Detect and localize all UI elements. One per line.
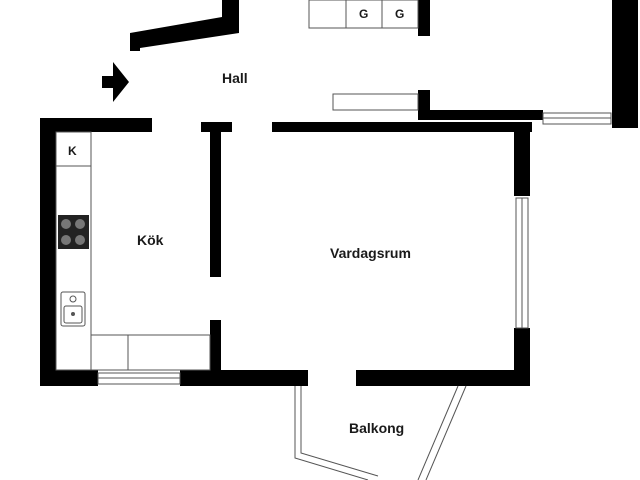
sink-icon [60, 291, 86, 327]
hall-divider-upper [418, 0, 430, 36]
left-wall [40, 118, 56, 386]
room-label-living-room: Vardagsrum [330, 245, 411, 261]
bottom-wall-right [356, 370, 530, 386]
walls [40, 0, 638, 386]
hall-divider-lower [418, 90, 430, 110]
top-wall-right [272, 122, 532, 132]
hall-upper-wall [130, 0, 239, 50]
bottom-wall-mid [180, 370, 308, 386]
kitchen-counter [55, 131, 211, 371]
room-label-hall: Hall [222, 70, 248, 86]
right-ledge [418, 110, 543, 120]
counter-bottom [90, 334, 211, 371]
hall-lower-ledge [332, 93, 419, 111]
living-right-wall-top [514, 122, 530, 196]
living-right-wall-bottom [514, 328, 530, 386]
counter-left [55, 131, 92, 371]
entrance-arrow-icon [102, 62, 129, 102]
divider-wall-lower [210, 320, 221, 375]
room-label-balcony: Balkong [349, 420, 404, 436]
balcony [294, 385, 467, 480]
stove-icon [58, 215, 89, 249]
fixture-label-wardrobe-1: G [359, 7, 368, 21]
fixture-label-wardrobe-2: G [395, 7, 404, 21]
balcony-railing [294, 386, 369, 480]
right-upper-wall [612, 0, 638, 128]
divider-wall-upper [210, 132, 221, 277]
top-wall-door-jamb [201, 122, 232, 132]
wardrobes [308, 0, 419, 29]
wardrobe-block [308, 0, 419, 29]
fixture-label-kitchen-cabinet: K [68, 144, 77, 158]
top-wall-left [40, 118, 152, 132]
bottom-wall-left [40, 370, 98, 386]
room-label-kitchen: Kök [137, 232, 164, 248]
hall-left-wall-stub [130, 33, 140, 51]
windows [97, 93, 612, 385]
